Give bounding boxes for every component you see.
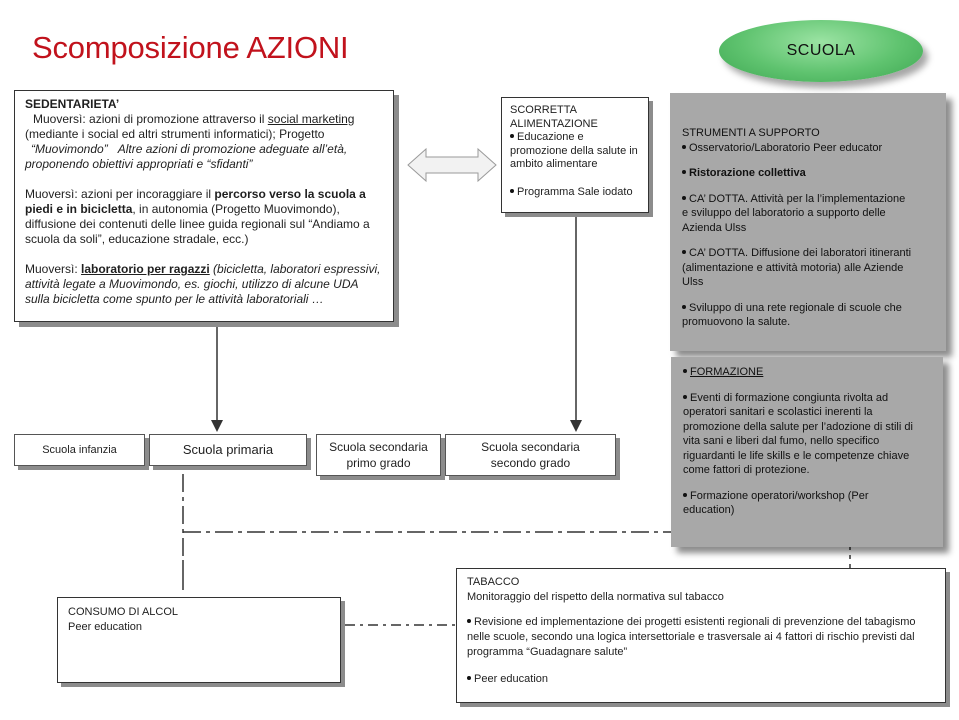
scuola-sec2-line2: secondo grado bbox=[490, 456, 571, 470]
scuola-sec1-line1: Scuola secondaria bbox=[329, 440, 428, 454]
laboratorio-ragazzi-text: laboratorio per ragazzi bbox=[81, 262, 210, 276]
supporto-heading: STRUMENTI A SUPPORTO bbox=[682, 127, 820, 139]
bullet-icon bbox=[682, 170, 686, 175]
strumenti-supporto-panel: STRUMENTI A SUPPORTO Osservatorio/Labora… bbox=[670, 93, 946, 351]
supporto-item3c: Azienda Ulss bbox=[682, 221, 747, 234]
scuola-badge: SCUOLA bbox=[719, 20, 923, 82]
sedentarieta-p1b: (mediante i social ed altri strumenti in… bbox=[25, 127, 325, 141]
formazione-item2a: Formazione operatori/workshop (Per bbox=[690, 489, 869, 502]
sedentarieta-box: SEDENTARIETA’ Muoversì: azioni di promoz… bbox=[14, 90, 394, 322]
supporto-item4a: CA’ DOTTA. Diffusione dei laboratori iti… bbox=[689, 247, 912, 259]
scuola-infanzia-label: Scuola infanzia bbox=[42, 444, 117, 456]
bullet-icon bbox=[682, 195, 686, 200]
scuola-secondaria-secondo-box: Scuola secondaria secondo grado bbox=[445, 434, 616, 476]
sedentarieta-p2a: Muoversì: azioni per incoraggiare il bbox=[25, 187, 215, 201]
sedentarieta-p2d: , in autonomia (Progetto Muovimondo), bbox=[132, 202, 340, 216]
alimentazione-box: SCORRETTA ALIMENTAZIONE Educazione e pro… bbox=[501, 97, 649, 213]
supporto-item3a: CA’ DOTTA. Attività per la l’implementaz… bbox=[689, 192, 906, 205]
sedentarieta-p3a: Muoversì: bbox=[25, 262, 82, 276]
supporto-item5b: promuovono la salute. bbox=[682, 316, 791, 328]
alimentazione-item1b: promozione della salute in bbox=[510, 144, 638, 157]
formazione-item1f: come fattori di protezione. bbox=[683, 464, 810, 476]
supporto-item2: Ristorazione collettiva bbox=[689, 167, 806, 179]
sedentarieta-p1a: Muoversì: azioni di promozione attravers… bbox=[33, 112, 268, 126]
arrowhead-right bbox=[570, 420, 582, 432]
scuola-sec1-line2: primo grado bbox=[346, 456, 411, 470]
sedentarieta-p2c: piedi e in bicicletta bbox=[25, 202, 133, 216]
sedentarieta-p2f: scuola da soli”, educazione stradale, ec… bbox=[25, 232, 249, 246]
tabacco-line1: Monitoraggio del rispetto della normativ… bbox=[467, 591, 724, 603]
bullet-icon bbox=[510, 188, 514, 193]
arrow-right-connector bbox=[407, 147, 497, 183]
formazione-item1b: operatori sanitari e scolastici inerenti… bbox=[683, 406, 873, 418]
sedentarieta-p1d: Altre azioni di promozione adeguate all’… bbox=[117, 142, 348, 156]
bullet-icon bbox=[683, 492, 687, 497]
supporto-item1: Osservatorio/Laboratorio Peer educator bbox=[689, 141, 883, 154]
alimentazione-item1a: Educazione e bbox=[517, 131, 584, 143]
bullet-icon bbox=[510, 134, 514, 139]
tabacco-item2: Peer education bbox=[474, 673, 548, 685]
supporto-item4c: Ulss bbox=[682, 276, 704, 288]
arrowhead-left bbox=[211, 420, 223, 432]
formazione-panel: FORMAZIONE Eventi di formazione congiunt… bbox=[671, 357, 943, 547]
bullet-icon bbox=[682, 250, 686, 255]
bullet-icon bbox=[467, 676, 471, 681]
tabacco-heading: TABACCO bbox=[467, 576, 520, 588]
formazione-item1e: riguardanti le life skills e le competen… bbox=[683, 449, 910, 462]
sedentarieta-p3c: (bicicletta, laboratori espressivi, bbox=[209, 262, 381, 276]
sedentarieta-p2b: percorso verso la scuola a bbox=[214, 187, 366, 201]
sedentarieta-p2e: diffusione dei contenuti delle linee gui… bbox=[25, 217, 370, 231]
scuola-primaria-box: Scuola primaria bbox=[149, 434, 307, 466]
bullet-icon bbox=[683, 369, 687, 374]
alcol-box: CONSUMO DI ALCOL Peer education bbox=[57, 597, 341, 683]
sedentarieta-p3d: attività legate a Muovimondo, es. giochi… bbox=[25, 277, 359, 291]
alimentazione-heading2: ALIMENTAZIONE bbox=[510, 117, 598, 130]
formazione-item1a: Eventi di formazione congiunta rivolta a… bbox=[690, 391, 889, 404]
bullet-icon bbox=[682, 144, 686, 149]
scuola-infanzia-box: Scuola infanzia bbox=[14, 434, 145, 466]
scuola-primaria-label: Scuola primaria bbox=[182, 442, 274, 457]
tabacco-item1b: nelle scuole, secondo una logica interse… bbox=[467, 631, 915, 643]
alcol-heading: CONSUMO DI ALCOL bbox=[68, 606, 179, 618]
bullet-icon bbox=[682, 304, 686, 309]
scuola-secondaria-primo-box: Scuola secondaria primo grado bbox=[316, 434, 441, 476]
formazione-item1c: promozione della salute per l’adozione d… bbox=[683, 420, 913, 433]
bullet-icon bbox=[683, 394, 687, 399]
page-title: Scomposizione AZIONI bbox=[32, 30, 349, 65]
scuola-badge-label: SCUOLA bbox=[786, 42, 856, 59]
alimentazione-item2: Programma Sale iodato bbox=[517, 185, 633, 198]
tabacco-item1a: Revisione ed implementazione dei progett… bbox=[474, 616, 916, 628]
formazione-item1d: vita sani e liberi dal fumo, nello speci… bbox=[683, 435, 880, 447]
sedentarieta-p1c: “Muovimondo” bbox=[31, 142, 108, 156]
alimentazione-heading1: SCORRETTA bbox=[510, 104, 578, 116]
social-marketing-text: social marketing bbox=[267, 112, 355, 126]
tabacco-item1c: programma “Guadagnare salute” bbox=[467, 646, 628, 658]
bullet-icon bbox=[467, 619, 471, 624]
tabacco-box: TABACCO Monitoraggio del rispetto della … bbox=[456, 568, 946, 703]
alcol-body: Peer education bbox=[68, 621, 142, 633]
formazione-item2b: education) bbox=[683, 504, 735, 516]
sedentarieta-p1e: proponendo obiettivi appropriati e “sfid… bbox=[25, 157, 253, 171]
sedentarieta-p3e: sulla bicicletta come spunto per le atti… bbox=[25, 292, 324, 306]
supporto-item5a: Sviluppo di una rete regionale di scuole… bbox=[689, 301, 902, 314]
scuola-sec2-line1: Scuola secondaria bbox=[481, 440, 580, 454]
formazione-heading: FORMAZIONE bbox=[690, 366, 764, 378]
supporto-item3b: e sviluppo del laboratorio a supporto de… bbox=[682, 207, 886, 219]
alimentazione-item1c: ambito alimentare bbox=[510, 158, 598, 170]
sedentarieta-heading: SEDENTARIETA’ bbox=[25, 97, 120, 111]
supporto-item4b: (alimentazione e attività motoria) alle … bbox=[682, 261, 904, 274]
